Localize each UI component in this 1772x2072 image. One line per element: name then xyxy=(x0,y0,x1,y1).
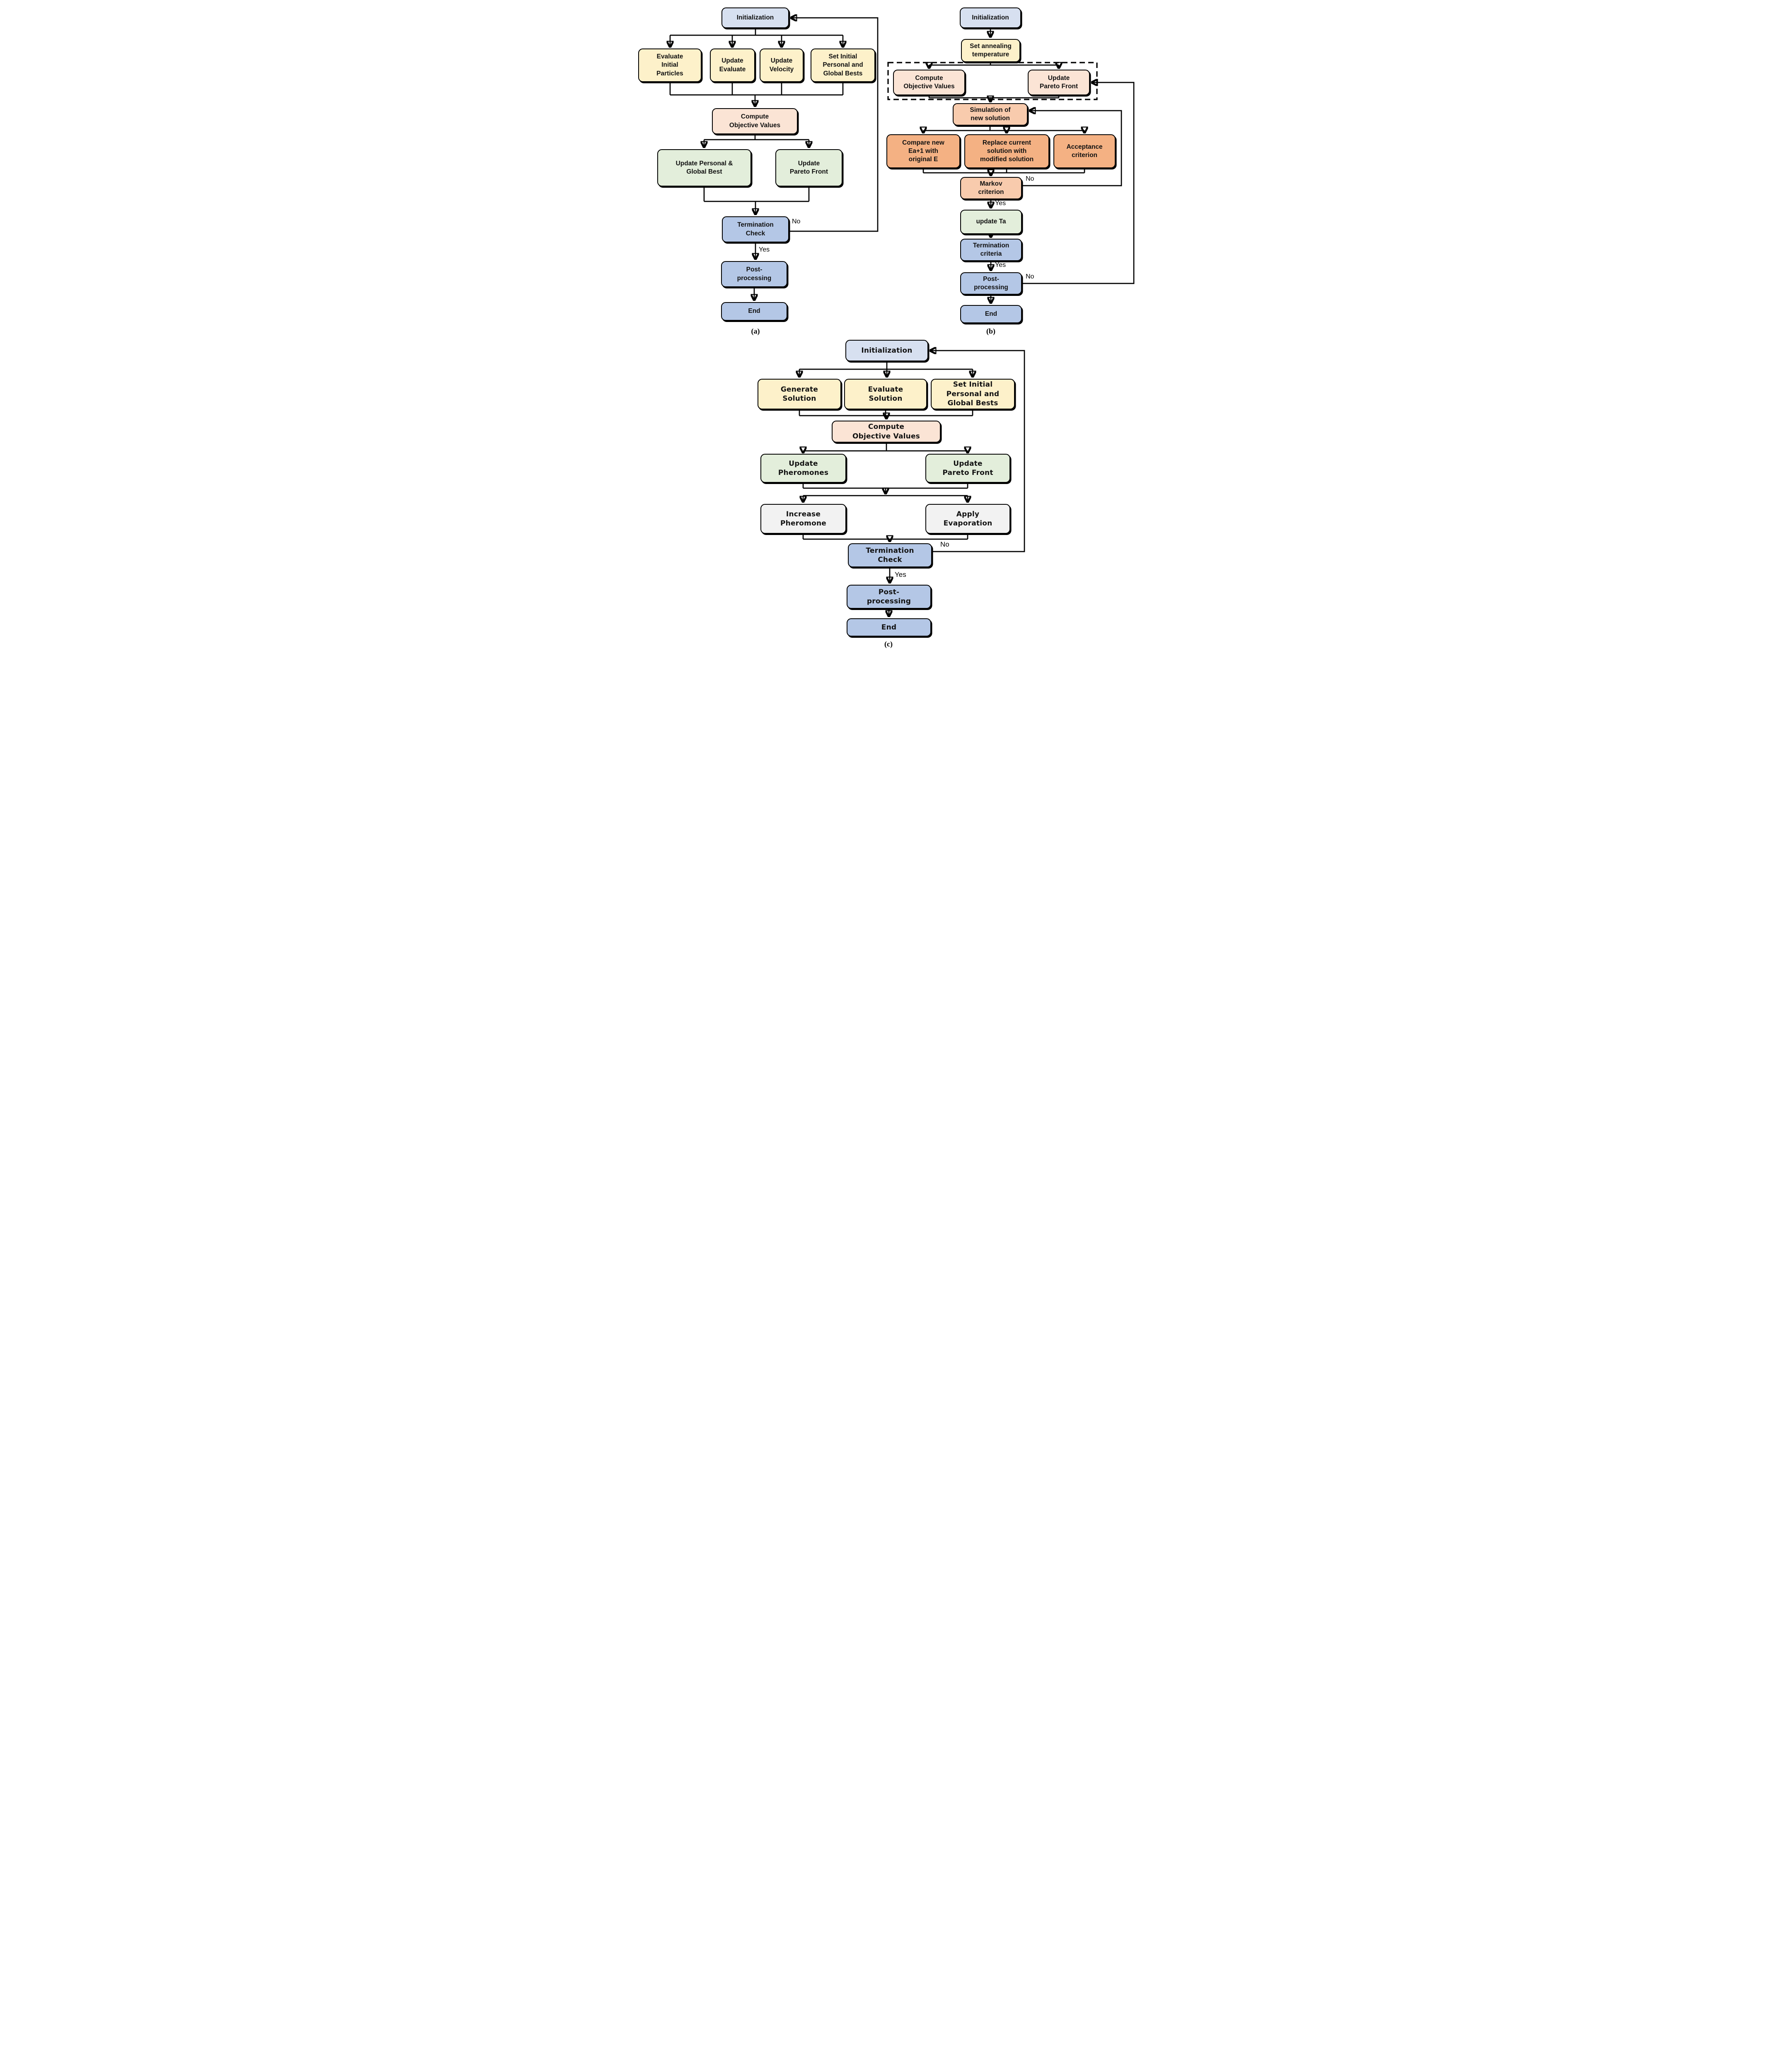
node-c-termination-check-label: Termination Check xyxy=(866,546,914,564)
node-a-set-initial-bests: Set Initial Personal and Global Bests xyxy=(811,48,875,82)
panel-b-connectors xyxy=(887,28,1135,302)
edge-label-b-markov-yes: Yes xyxy=(995,200,1006,207)
node-c-generate-solution-label: Generate Solution xyxy=(780,385,818,403)
node-a-compute-objective: Compute Objective Values xyxy=(712,108,798,134)
caption-c: (c) xyxy=(884,640,893,648)
node-b-post-processing-label: Post- processing xyxy=(974,275,1008,291)
edge-label-b-markov-no: No xyxy=(1026,175,1034,182)
node-b-termination-criteria-label: Termination criteria xyxy=(973,242,1009,257)
node-c-compute-objective: Compute Objective Values xyxy=(832,421,941,443)
node-a-evaluate-initial-particles: Evaluate Initial Particles xyxy=(638,48,702,82)
node-b-post-processing: Post- processing xyxy=(960,272,1022,295)
caption-b: (b) xyxy=(986,327,995,335)
edge-label-a-no: No xyxy=(792,218,801,225)
node-a-termination-check-label: Termination Check xyxy=(737,221,774,237)
edge-label-b-post-no: No xyxy=(1026,273,1034,280)
node-a-update-velocity: Update Velocity xyxy=(760,48,804,82)
node-a-initialization: Initialization xyxy=(721,7,789,28)
node-b-compare-new-label: Compare new Ea+1 with original E xyxy=(902,139,944,163)
node-c-end-label: End xyxy=(881,623,897,632)
node-b-update-ta: update Ta xyxy=(960,210,1022,234)
connector-lines xyxy=(633,0,1135,657)
caption-a: (a) xyxy=(751,327,760,335)
node-a-termination-check: Termination Check xyxy=(722,216,789,242)
node-b-replace-current: Replace current solution with modified s… xyxy=(964,134,1049,168)
node-b-termination-criteria: Termination criteria xyxy=(960,239,1022,261)
node-a-update-pareto: Update Pareto Front xyxy=(775,149,842,186)
node-a-end: End xyxy=(721,302,787,321)
node-c-set-initial-bests-label: Set Initial Personal and Global Bests xyxy=(946,380,1000,408)
edge-label-b-termination-yes: Yes xyxy=(995,261,1006,269)
node-b-markov: Markov criterion xyxy=(960,177,1022,199)
node-b-replace-current-label: Replace current solution with modified s… xyxy=(980,139,1034,163)
node-c-update-pheromones-label: Update Pheromones xyxy=(778,459,829,477)
node-c-apply-evaporation: Apply Evaporation xyxy=(925,504,1010,534)
node-b-simulation-label: Simulation of new solution xyxy=(970,106,1011,122)
edge-label-c-yes: Yes xyxy=(895,571,906,579)
flowchart-figure: Initialization Evaluate Initial Particle… xyxy=(633,0,1139,657)
node-a-post-processing-label: Post- processing xyxy=(737,266,772,282)
node-a-update-velocity-label: Update Velocity xyxy=(769,57,794,73)
node-b-set-annealing-label: Set annealing temperature xyxy=(970,42,1012,58)
node-a-compute-objective-label: Compute Objective Values xyxy=(729,113,781,129)
node-c-update-pareto-label: Update Pareto Front xyxy=(942,459,993,477)
node-b-markov-label: Markov criterion xyxy=(978,180,1004,196)
node-a-update-evaluate: Update Evaluate xyxy=(710,48,755,82)
node-a-set-initial-bests-label: Set Initial Personal and Global Bests xyxy=(823,53,863,77)
node-b-update-pareto-label: Update Pareto Front xyxy=(1039,74,1078,90)
node-c-initialization: Initialization xyxy=(845,340,928,361)
node-b-compare-new: Compare new Ea+1 with original E xyxy=(886,134,960,168)
node-c-initialization-label: Initialization xyxy=(861,346,913,355)
edge-label-a-yes: Yes xyxy=(759,246,770,253)
node-b-end-label: End xyxy=(985,310,997,317)
node-b-initialization-label: Initialization xyxy=(972,14,1009,21)
node-b-update-pareto: Update Pareto Front xyxy=(1028,70,1090,95)
node-b-set-annealing: Set annealing temperature xyxy=(961,39,1020,62)
node-a-update-personal-global: Update Personal & Global Best xyxy=(657,149,751,186)
node-b-acceptance-label: Acceptance criterion xyxy=(1066,143,1103,159)
node-c-compute-objective-label: Compute Objective Values xyxy=(852,423,920,441)
node-c-apply-evaporation-label: Apply Evaporation xyxy=(943,510,993,528)
node-a-update-evaluate-label: Update Evaluate xyxy=(719,57,746,73)
node-c-set-initial-bests: Set Initial Personal and Global Bests xyxy=(931,379,1015,409)
edge-label-c-no: No xyxy=(940,540,949,548)
node-b-simulation: Simulation of new solution xyxy=(953,103,1028,126)
node-b-initialization: Initialization xyxy=(960,7,1021,28)
node-c-update-pareto: Update Pareto Front xyxy=(925,454,1010,483)
panel-c-connectors xyxy=(799,351,1025,615)
node-c-generate-solution: Generate Solution xyxy=(758,379,841,409)
node-c-end: End xyxy=(847,618,931,637)
node-b-compute-objective: Compute Objective Values xyxy=(893,70,965,95)
node-c-evaluate-solution-label: Evaluate Solution xyxy=(868,385,903,403)
node-a-end-label: End xyxy=(748,307,760,315)
node-c-termination-check: Termination Check xyxy=(848,543,932,567)
node-a-update-pareto-label: Update Pareto Front xyxy=(789,160,828,175)
node-c-update-pheromones: Update Pheromones xyxy=(760,454,846,483)
node-c-increase-pheromone: Increase Pheromone xyxy=(760,504,846,534)
node-a-update-personal-global-label: Update Personal & Global Best xyxy=(675,160,733,175)
node-b-acceptance: Acceptance criterion xyxy=(1053,134,1116,168)
node-a-initialization-label: Initialization xyxy=(736,14,774,21)
node-a-evaluate-initial-particles-label: Evaluate Initial Particles xyxy=(656,53,683,77)
node-c-post-processing-label: Post- processing xyxy=(867,588,911,605)
node-b-end: End xyxy=(960,305,1022,323)
node-b-compute-objective-label: Compute Objective Values xyxy=(903,74,955,90)
node-c-post-processing: Post- processing xyxy=(847,585,931,609)
node-a-post-processing: Post- processing xyxy=(721,261,787,287)
node-c-evaluate-solution: Evaluate Solution xyxy=(844,379,927,409)
panel-a-connectors xyxy=(670,18,879,299)
node-b-update-ta-label: update Ta xyxy=(976,218,1006,225)
node-c-increase-pheromone-label: Increase Pheromone xyxy=(780,510,826,528)
